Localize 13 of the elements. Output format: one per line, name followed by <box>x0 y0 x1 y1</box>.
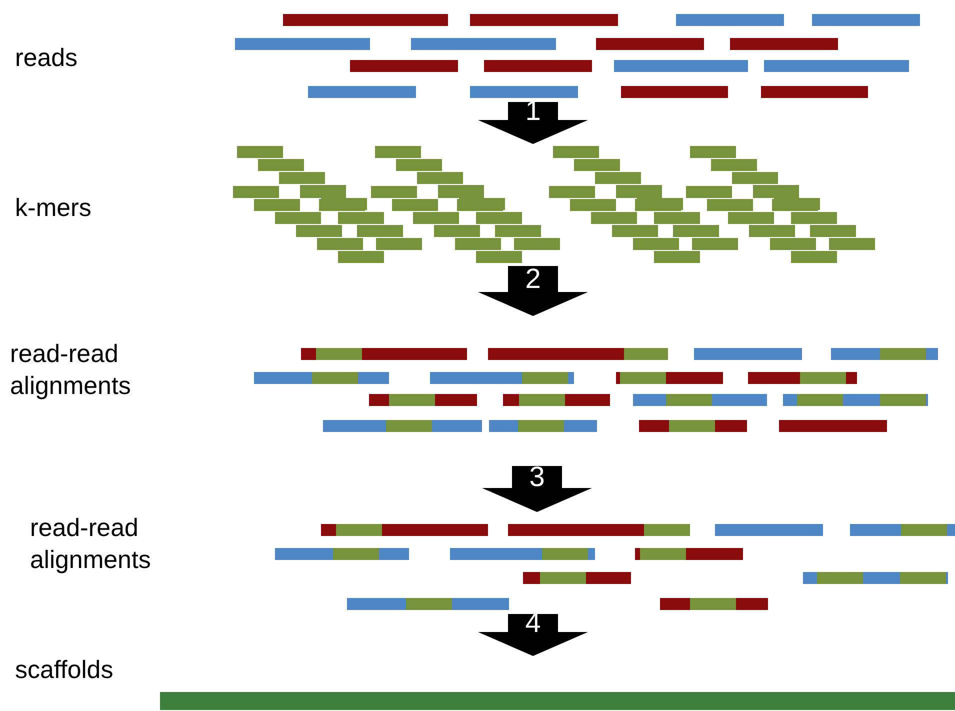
process-arrow <box>478 266 588 316</box>
step-number: 2 <box>524 264 542 294</box>
process-arrow <box>478 614 588 656</box>
stage-label: scaffolds <box>15 655 114 686</box>
step-number: 4 <box>524 608 542 638</box>
stage-label: reads <box>15 43 79 74</box>
stage-label: read-read alignments <box>10 339 132 402</box>
stage-label: read-read alignments <box>30 513 152 576</box>
stage-label: k-mers <box>15 193 92 224</box>
process-arrow <box>482 466 592 512</box>
step-number: 1 <box>524 96 542 126</box>
process-arrow <box>478 102 588 144</box>
step-number: 3 <box>528 462 546 492</box>
